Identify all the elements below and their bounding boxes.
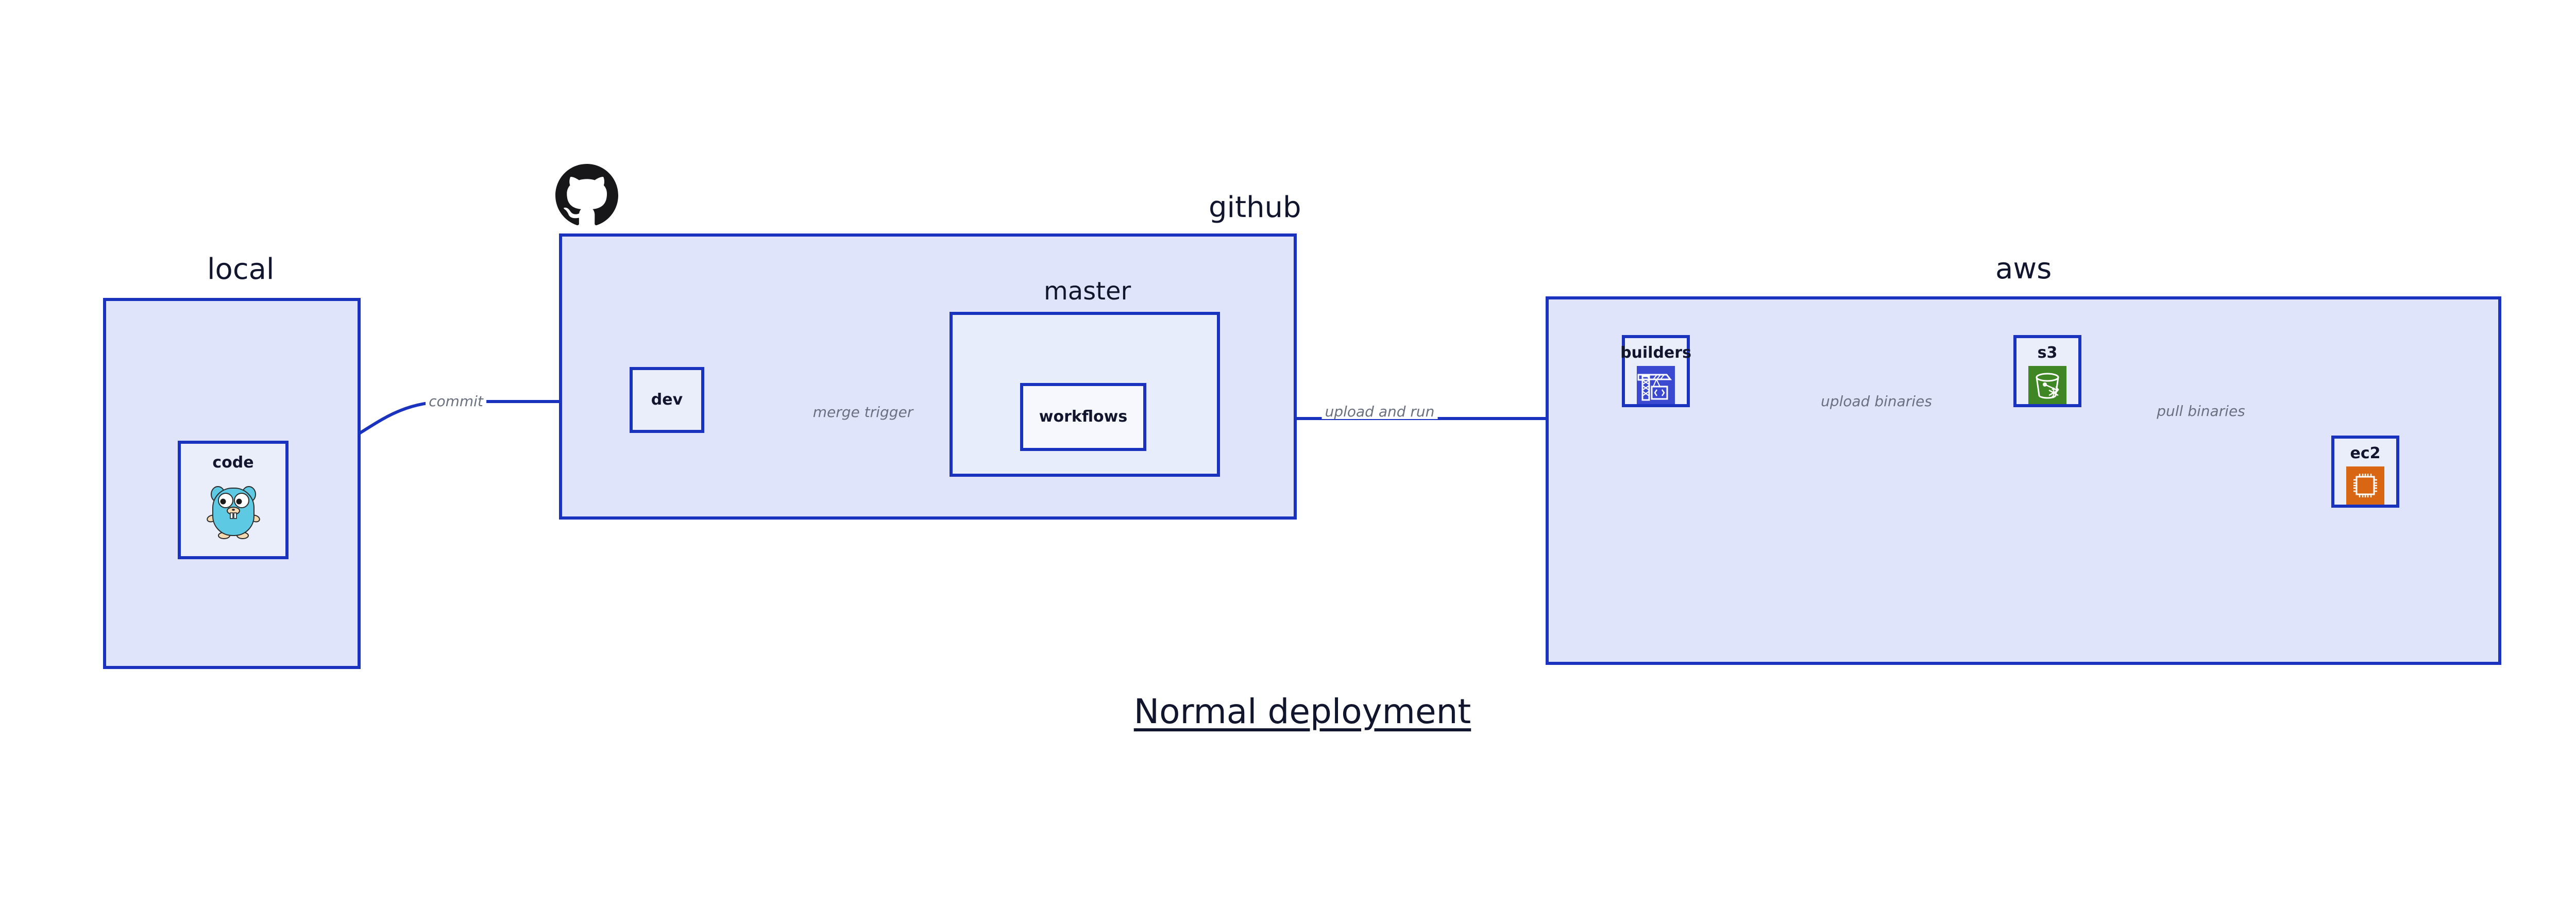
edge-label-upload-and-run: upload and run	[1321, 405, 1438, 419]
node-label-s3: s3	[2037, 344, 2058, 362]
group-label-local: local	[207, 253, 275, 286]
node-dev[interactable]: dev	[630, 367, 704, 433]
node-s3[interactable]: s3	[2013, 335, 2081, 407]
subgroup-label-master: master	[1044, 277, 1131, 306]
node-label-builders: builders	[1620, 344, 1691, 362]
node-label-dev: dev	[651, 391, 683, 409]
node-label-code: code	[212, 454, 254, 472]
github-octocat-icon	[555, 164, 618, 229]
aws-builders-crane-icon	[1637, 366, 1675, 406]
edge-label-upload-binaries: upload binaries	[1818, 394, 1935, 409]
node-label-ec2: ec2	[2350, 444, 2381, 462]
page-title: Normal deployment	[1133, 692, 1471, 731]
node-builders[interactable]: builders	[1620, 335, 1691, 407]
node-label-workflows: workflows	[1039, 408, 1128, 426]
node-code[interactable]: code	[178, 441, 289, 559]
group-label-aws: aws	[1995, 252, 2052, 286]
node-ec2[interactable]: ec2	[2331, 436, 2399, 508]
group-label-github: github	[1209, 191, 1301, 224]
node-workflows[interactable]: workflows	[1020, 383, 1146, 451]
go-gopher-icon	[205, 479, 262, 542]
edge-label-pull-binaries: pull binaries	[2154, 404, 2248, 419]
aws-s3-bucket-icon	[2028, 366, 2066, 406]
edge-label-commit: commit	[426, 394, 486, 409]
edge-label-merge-trigger: merge trigger	[809, 405, 917, 420]
aws-ec2-chip-icon	[2346, 466, 2384, 507]
